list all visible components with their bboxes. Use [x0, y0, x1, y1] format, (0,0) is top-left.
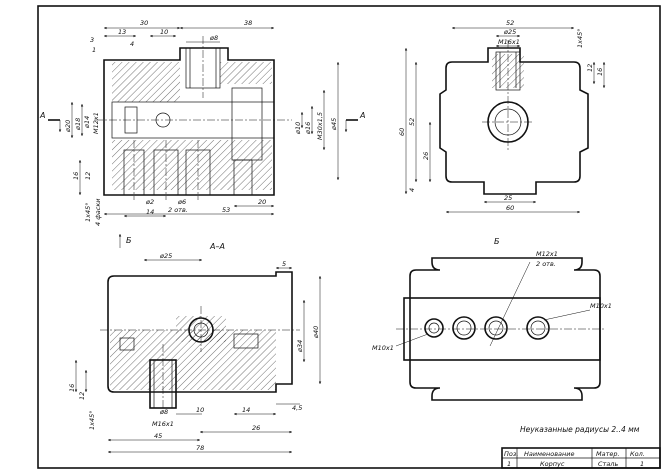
dim-30: 30	[140, 19, 148, 27]
dim-d20: ø20	[64, 120, 72, 133]
tb-mat: Сталь	[598, 460, 618, 468]
title-block: Поз. Наименование Матер. Кол. 1 Корпус С…	[501, 447, 661, 469]
dim-13: 13	[118, 28, 126, 36]
dim-d14: ø14	[83, 116, 91, 129]
sec-dim-78: 78	[196, 444, 204, 452]
tb-h-pos: Поз.	[504, 450, 518, 458]
dim-d16: ø16	[304, 122, 312, 135]
sec-dim-26: 26	[252, 424, 260, 432]
side-dim-60: 60	[506, 204, 514, 212]
side-view: 52 ø25 M16x1 1x45° 12 16 52 60 26 4 25 6…	[398, 19, 606, 214]
dim-12: 12	[84, 172, 92, 180]
section-a-a: А–А Б ø25 5 ø40 ø34 16 12 1x45° ø8 1	[68, 234, 322, 454]
dim-d2: ø2	[145, 198, 154, 206]
dim-d45: ø45	[330, 118, 338, 131]
dim-3: 3	[90, 36, 94, 44]
sec-dim-d8: ø8	[159, 408, 168, 416]
dim-2-otv: 2 отв.	[168, 206, 188, 214]
view-b-m12-count: 2 отв.	[536, 260, 556, 268]
side-dim-d25: ø25	[503, 28, 516, 36]
side-dim-52v: 52	[408, 118, 416, 126]
sec-dim-5: 5	[282, 260, 286, 268]
general-note: Неуказанные радиусы 2..4 мм	[520, 425, 640, 434]
sec-dim-14: 14	[242, 406, 250, 414]
side-dim-16: 16	[596, 68, 604, 76]
side-dim-52: 52	[506, 19, 514, 27]
sec-dim-10: 10	[196, 406, 204, 414]
dim-4: 4	[130, 40, 134, 48]
view-b-title: Б	[494, 237, 500, 246]
dim-d8: ø8	[209, 34, 218, 42]
section-mark-left: A	[39, 111, 45, 120]
sec-dim-d34: ø34	[296, 340, 304, 353]
dim-20: 20	[258, 198, 266, 206]
side-dim-26: 26	[422, 152, 430, 160]
tb-h-qty: Кол.	[630, 450, 645, 458]
dim-m30: M30x1,5	[316, 112, 324, 140]
dim-53: 53	[222, 206, 230, 214]
sec-dim-16: 16	[68, 384, 76, 392]
dim-d6: ø6	[177, 198, 186, 206]
dim-38: 38	[244, 19, 252, 27]
dim-chamfer: 1x45°	[84, 202, 92, 222]
dim-14: 14	[146, 208, 154, 216]
dim-d18: ø18	[74, 118, 82, 131]
dim-m12x1: M12x1	[92, 112, 100, 134]
front-view: A A 30 38 13 10 3 4 1 ø8 ø20 ø18 ø14 M12…	[39, 19, 365, 226]
view-b-m10-right: M10x1	[590, 302, 612, 310]
sec-dim-d25: ø25	[159, 252, 172, 260]
tb-name: Корпус	[540, 460, 565, 468]
tb-qty: 1	[640, 460, 644, 468]
dim-4-faski: 4 фаски	[94, 199, 102, 226]
view-b-mark: Б	[126, 236, 132, 245]
view-b-m12: M12x1	[536, 250, 558, 258]
tb-h-mat: Матер.	[596, 450, 620, 458]
side-dim-60v: 60	[398, 128, 406, 136]
dim-16: 16	[72, 172, 80, 180]
dim-1: 1	[92, 46, 96, 54]
side-dim-1x45: 1x45°	[576, 28, 584, 48]
view-b-m10-left: M10x1	[372, 344, 394, 352]
sec-dim-4-5: 4,5	[292, 404, 302, 412]
sheet-frame	[37, 5, 661, 469]
sec-dim-m16: M16x1	[152, 420, 174, 428]
dim-10: 10	[160, 28, 168, 36]
tb-h-name: Наименование	[524, 450, 575, 458]
section-title: А–А	[209, 242, 225, 251]
sec-dim-d40: ø40	[312, 326, 320, 339]
dim-d10: ø10	[294, 122, 302, 135]
side-dim-25: 25	[504, 194, 512, 202]
view-b: Б M12x1 2 отв. M10x1 M10x1	[372, 237, 612, 401]
side-dim-12: 12	[586, 64, 594, 72]
side-dim-m16: M16x1	[498, 38, 520, 46]
sec-dim-12: 12	[78, 392, 86, 400]
section-mark-right: A	[359, 111, 365, 120]
side-dim-4: 4	[408, 188, 416, 192]
sec-dim-1x45: 1x45°	[88, 410, 96, 430]
sec-dim-45: 45	[154, 432, 162, 440]
tb-pos: 1	[507, 460, 511, 468]
